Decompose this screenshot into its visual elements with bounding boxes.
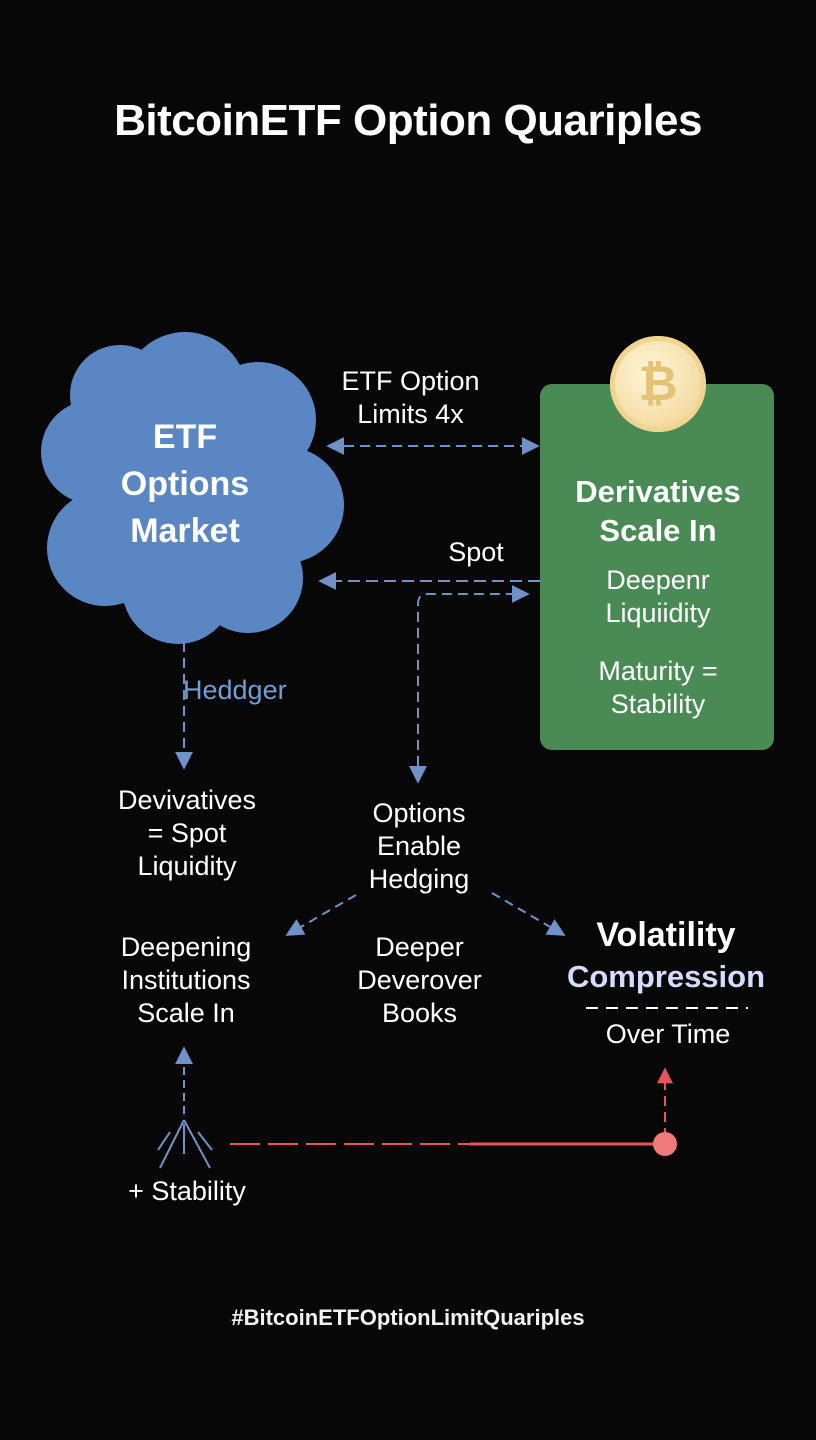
etf-options-cloud xyxy=(41,332,344,644)
bitcoin-icon: ₿ xyxy=(610,336,706,432)
stability-label: + Stability xyxy=(128,1176,246,1206)
node-line: = Spot xyxy=(147,818,227,848)
node-line: Hedging xyxy=(368,864,470,894)
compression-subtitle: Compression xyxy=(566,959,766,994)
hedger-label: Heddger xyxy=(183,675,287,705)
stability-branch-icon xyxy=(157,1119,213,1169)
options-to-deepening-arrow xyxy=(285,894,357,936)
deepening-institutions-node: Deepening Institutions Scale In xyxy=(101,931,271,1030)
derivatives-heading: Derivatives Scale In xyxy=(548,472,768,550)
node-line: Enable xyxy=(376,831,462,861)
node-line: Scale In xyxy=(137,998,235,1028)
cloud-label-line: Options xyxy=(120,465,250,503)
card-text-line: Stability xyxy=(610,689,706,719)
maturity-stability-text: Maturity = Stability xyxy=(548,655,768,721)
red-endpoint-dot xyxy=(653,1132,677,1156)
deeper-books-node: Deeper Deverover Books xyxy=(342,931,497,1030)
etf-option-limits-label: ETF Option Limits 4x xyxy=(318,365,503,431)
deepening-liquidity-text: Deepenr Liquiidity xyxy=(548,564,768,630)
edge-label-line: ETF Option xyxy=(341,366,480,396)
node-line: Deepening xyxy=(120,932,252,962)
node-line: Liquidity xyxy=(137,851,237,881)
etf-options-market-label: ETF Options Market xyxy=(80,414,290,555)
node-line: Deeper xyxy=(375,932,464,962)
card-text-line: Liquiidity xyxy=(605,598,711,628)
card-text-line: Deepenr xyxy=(606,565,710,595)
card-text-line: Maturity = xyxy=(598,656,718,686)
options-to-volatility-arrow xyxy=(491,892,566,936)
node-line: Deverover xyxy=(357,965,482,995)
derivatives-card xyxy=(540,384,774,750)
heading-line: Scale In xyxy=(599,513,717,548)
hedging-feedback-arrow xyxy=(409,585,530,784)
page-title: BitcoinETF Option Quariples xyxy=(114,96,702,145)
over-time-label: Over Time xyxy=(605,1019,731,1049)
derivatives-spot-liquidity-node: Devivatives = Spot Liquidity xyxy=(100,784,274,883)
cloud-label-line: Market xyxy=(130,512,240,550)
volatility-title: Volatility xyxy=(596,916,736,954)
edge-label-line: Limits 4x xyxy=(357,399,464,429)
heading-line: Derivatives xyxy=(575,474,741,509)
spot-label: Spot xyxy=(448,537,504,567)
node-line: Institutions xyxy=(121,965,251,995)
options-enable-hedging-node: Options Enable Hedging xyxy=(343,797,495,896)
node-line: Options xyxy=(372,798,466,828)
node-line: Devivatives xyxy=(117,785,257,815)
cloud-label-line: ETF xyxy=(152,418,218,456)
hashtag: #BitcoinETFOptionLimitQuariples xyxy=(231,1305,585,1330)
node-line: Books xyxy=(381,998,458,1028)
